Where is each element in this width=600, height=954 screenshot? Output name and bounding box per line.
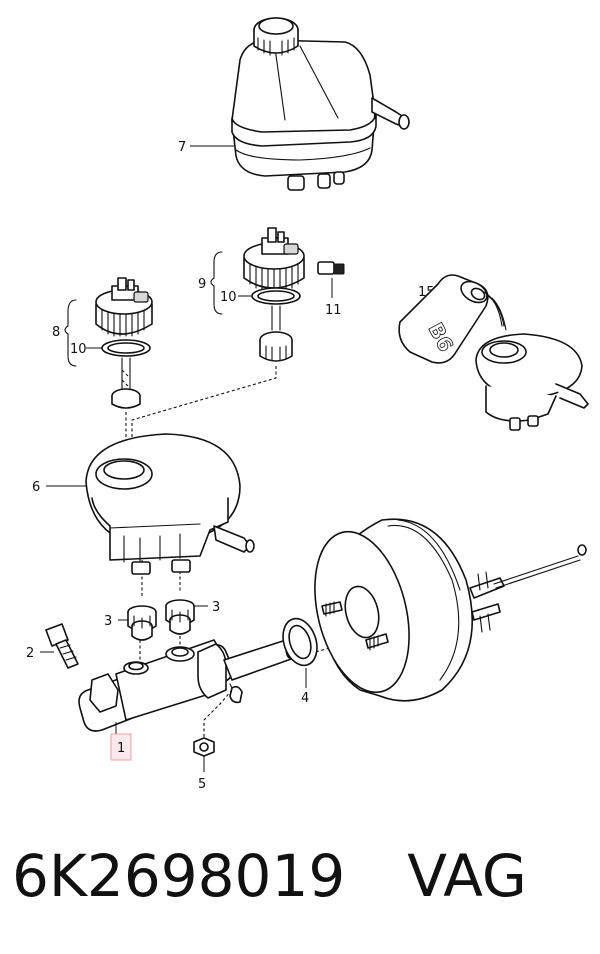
callout-1: 1 bbox=[117, 741, 125, 756]
nut-part-5: 5 bbox=[193, 737, 215, 792]
callout-9: 9 bbox=[198, 277, 206, 292]
brake-master-cylinder-part-1 bbox=[78, 637, 295, 736]
gasket-part-4: 4 bbox=[282, 617, 318, 706]
brake-fluid-illustration-part-15: 15 B6 bbox=[398, 274, 589, 431]
brake-fluid-reservoir-part-6: 6 bbox=[32, 433, 255, 575]
callout-7: 7 bbox=[178, 140, 186, 155]
callout-8: 8 bbox=[52, 325, 60, 340]
highlight-box-part-1 bbox=[110, 733, 132, 761]
callout-11: 11 bbox=[325, 303, 342, 318]
cap-assembly-part-8: 8 10 bbox=[52, 277, 153, 409]
callout-2: 2 bbox=[26, 646, 34, 661]
callout-10b: 10 bbox=[220, 290, 237, 305]
seal-grommets-part-3: 3 3 bbox=[104, 599, 220, 641]
bolt-part-2: 2 bbox=[26, 623, 79, 669]
callout-4: 4 bbox=[301, 691, 309, 706]
expansion-reservoir-part-7: 7 bbox=[178, 17, 410, 191]
cap-assembly-part-9: 9 10 11 bbox=[198, 227, 345, 362]
callout-3a: 3 bbox=[104, 614, 112, 629]
callout-10a: 10 bbox=[70, 342, 87, 357]
callout-6: 6 bbox=[32, 480, 40, 495]
part-number: 6K2698019 bbox=[12, 842, 346, 910]
vendor-name: VAG bbox=[407, 842, 527, 910]
brake-booster bbox=[314, 518, 587, 702]
part-caption: 6K2698019 VAG bbox=[12, 840, 592, 912]
callout-5: 5 bbox=[198, 777, 206, 792]
callout-3b: 3 bbox=[212, 600, 220, 615]
